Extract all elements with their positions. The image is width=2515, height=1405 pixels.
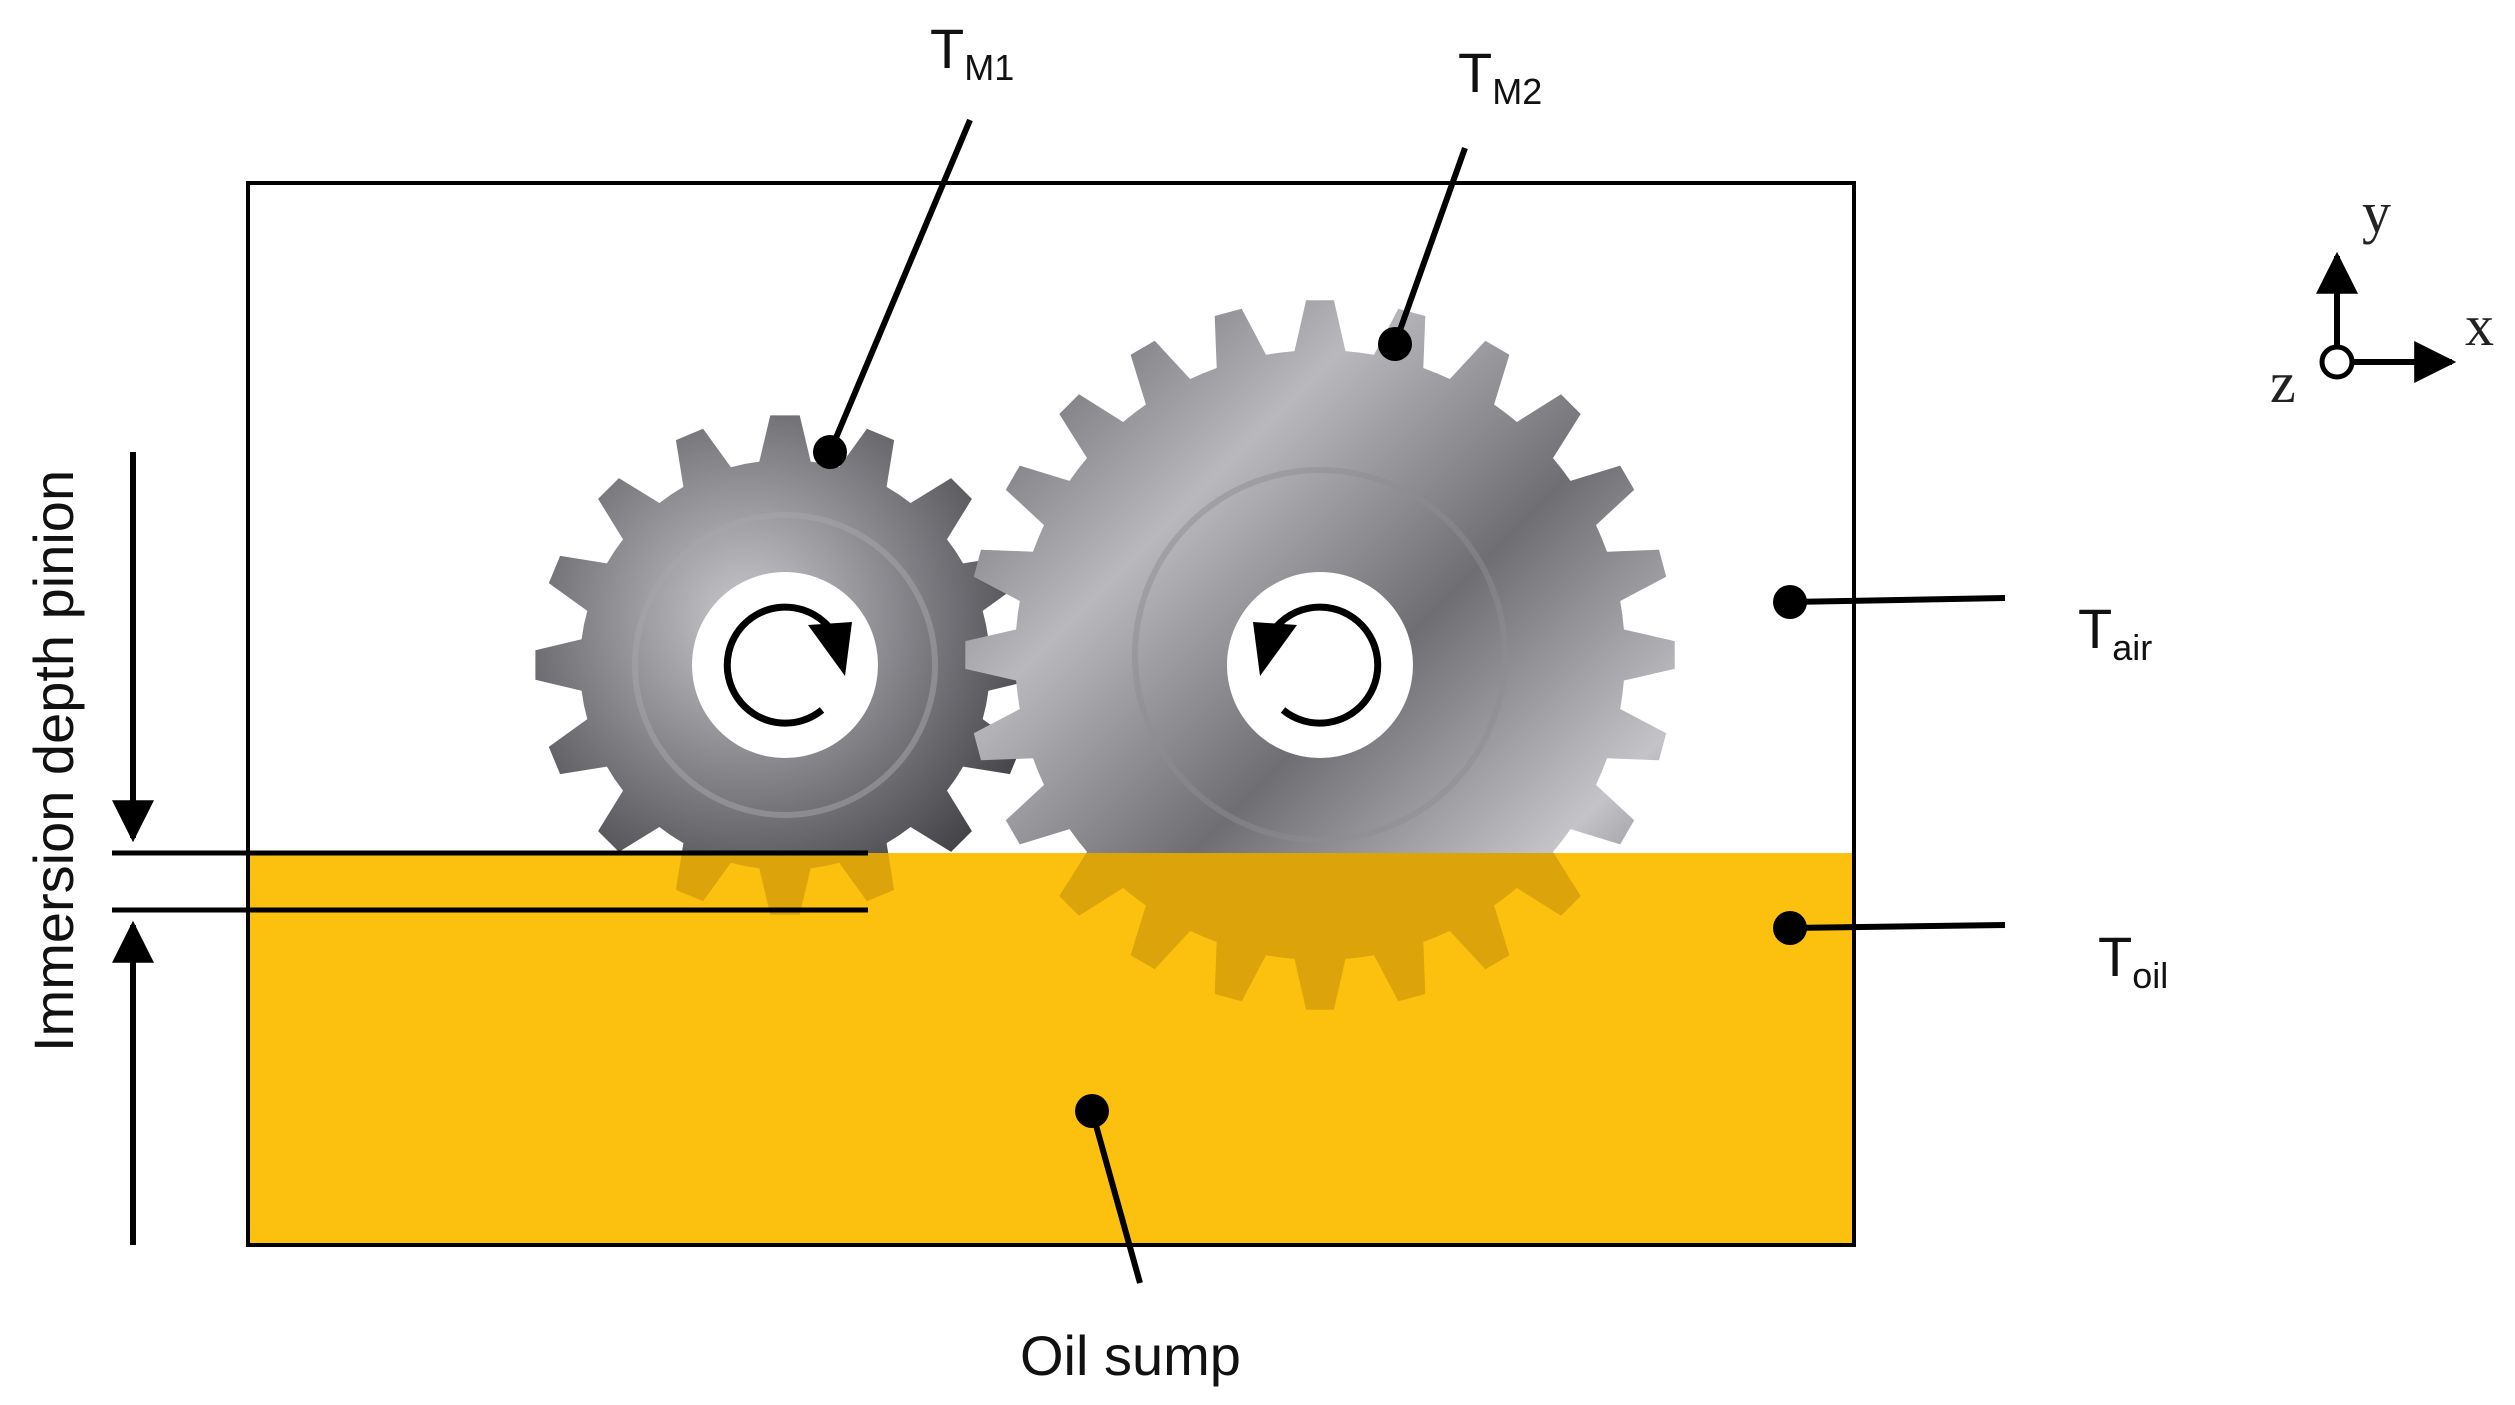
- oil-sump-fill: [250, 853, 1852, 1243]
- dot-tm1: [813, 435, 847, 469]
- wheel-gear-hub: [1132, 467, 1508, 843]
- leader-tm1: [827, 118, 973, 454]
- counterclockwise-arrow-icon: [1227, 572, 1413, 758]
- leader-lines: [827, 118, 2006, 1284]
- dot-toil: [1773, 911, 1807, 945]
- label-tm1: TM1: [930, 17, 1014, 88]
- pinion-gear-hub: [632, 512, 938, 818]
- axes-triad: y x z: [2270, 180, 2494, 415]
- label-immersion-depth: Immersion depth pinion: [22, 470, 85, 1052]
- leader-toil: [1789, 922, 2006, 931]
- z-axis-icon: [2319, 344, 2355, 380]
- gears-submerged: [675, 853, 1581, 1010]
- label-oil-sump: Oil sump: [1020, 1324, 1241, 1387]
- label-tm2: TM2: [1458, 41, 1542, 112]
- label-toil: Toil: [2098, 925, 2168, 996]
- axis-label-x: x: [2465, 293, 2494, 358]
- leader-dots: [813, 327, 1807, 1128]
- wheel-gear-submerged: [1059, 853, 1581, 1010]
- dot-tm2: [1378, 327, 1412, 361]
- label-tair: Tair: [2078, 597, 2152, 668]
- housing-outline: [246, 181, 1856, 1247]
- dot-tair: [1773, 585, 1807, 619]
- pinion-gear-submerged: [675, 853, 895, 915]
- leader-oil-sump: [1089, 1110, 1143, 1284]
- leader-tair: [1789, 595, 2006, 605]
- axis-label-z: z: [2270, 350, 2296, 415]
- axis-label-y: y: [2362, 180, 2391, 245]
- clockwise-arrow-icon: [692, 572, 878, 758]
- dot-oil-sump: [1075, 1094, 1109, 1128]
- leader-tm2: [1392, 146, 1468, 346]
